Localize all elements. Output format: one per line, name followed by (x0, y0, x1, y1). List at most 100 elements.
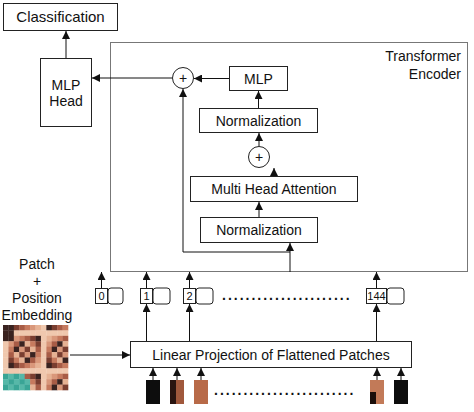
image-pixel (8, 368, 14, 374)
position-token: 0 (95, 288, 108, 304)
image-pixel (46, 341, 52, 347)
image-pixel (3, 374, 9, 380)
flow-arrow (146, 304, 147, 341)
image-pixel (30, 352, 36, 358)
encoder-container: +MLPNormalization+Multi Head AttentionNo… (110, 42, 468, 272)
image-pixel (46, 368, 52, 374)
node-text: + (179, 71, 187, 85)
image-pixel (63, 368, 69, 374)
image-pixel (63, 336, 69, 342)
image-pixel (41, 347, 47, 353)
flow-arrow (92, 78, 172, 79)
image-pixel (36, 336, 42, 342)
image-pixel (41, 379, 47, 385)
image-pixel (46, 352, 52, 358)
token-embedding (108, 288, 123, 304)
flow-arrow (194, 78, 229, 79)
image-pixel (63, 347, 69, 353)
image-pixel (30, 336, 36, 342)
image-pixel (30, 358, 36, 364)
input-image (3, 325, 68, 390)
image-pixel (19, 385, 25, 391)
image-pixel (36, 352, 42, 358)
side-label: Patch + Position Embedding (0, 256, 74, 324)
image-pixel (19, 358, 25, 364)
image-pixel (57, 352, 63, 358)
flow-arrow (274, 168, 275, 176)
ellipsis: ........................ (214, 382, 374, 399)
token-embedding (153, 288, 170, 304)
image-pixel (57, 374, 63, 380)
image-pixel (30, 363, 36, 369)
image-pixel (41, 363, 47, 369)
image-pixel (30, 379, 36, 385)
image-pixel (52, 352, 58, 358)
image-pixel (14, 336, 20, 342)
flow-arrow (146, 272, 147, 288)
image-pixel (25, 379, 31, 385)
image-pixel (36, 358, 42, 364)
image-pixel (36, 330, 42, 336)
image-pixel (52, 325, 58, 331)
node-text: Multi Head Attention (211, 181, 336, 197)
image-pixel (3, 363, 9, 369)
image-arrow (70, 355, 130, 356)
image-pixel (30, 368, 36, 374)
image-pixel (57, 325, 63, 331)
node-text: 2 (186, 290, 192, 302)
sum-circle: + (248, 146, 270, 168)
image-pixel (36, 325, 42, 331)
image-pixel (14, 352, 20, 358)
image-pixel (57, 341, 63, 347)
image-pixel (57, 379, 63, 385)
image-pixel (46, 385, 52, 391)
image-pixel (19, 368, 25, 374)
position-token: 1 (140, 288, 153, 304)
position-token: 2 (183, 288, 196, 304)
image-pixel (8, 358, 14, 364)
image-pixel (41, 330, 47, 336)
image-pixel (25, 352, 31, 358)
image-pixel (63, 363, 69, 369)
image-pixel (25, 374, 31, 380)
sum-circle: + (172, 67, 194, 89)
container-title: Transformer Encoder (375, 47, 461, 83)
patch-arrow (201, 368, 202, 380)
image-pixel (3, 352, 9, 358)
image-pixel (3, 347, 9, 353)
image-pixel (30, 347, 36, 353)
patch-arrow (177, 368, 178, 380)
image-pixel (41, 341, 47, 347)
image-pixel (3, 385, 9, 391)
image-pixel (52, 347, 58, 353)
image-pixel (3, 336, 9, 342)
image-pixel (36, 347, 42, 353)
circle-outline (249, 147, 270, 168)
process-box: Normalization (200, 217, 318, 243)
image-pixel (63, 341, 69, 347)
image-pixel (14, 385, 20, 391)
image-pixel (19, 347, 25, 353)
process-box: Linear Projection of Flattened Patches (130, 341, 412, 368)
image-pixel (36, 374, 42, 380)
image-pixel (8, 347, 14, 353)
flow-arrow (376, 304, 377, 341)
image-pixel (63, 374, 69, 380)
image-pixel (14, 374, 20, 380)
image-pixel (46, 347, 52, 353)
image-pixel (25, 347, 31, 353)
patch-thumbnail (146, 380, 160, 404)
image-pixel (63, 379, 69, 385)
image-pixel (41, 358, 47, 364)
image-pixel (19, 352, 25, 358)
image-pixel (14, 325, 20, 331)
image-pixel (46, 325, 52, 331)
node-text: 144 (367, 290, 385, 302)
image-pixel (46, 330, 52, 336)
image-pixel (14, 368, 20, 374)
image-pixel (52, 368, 58, 374)
image-pixel (41, 374, 47, 380)
token-embedding (196, 288, 213, 304)
node-text: Normalization (216, 222, 302, 238)
